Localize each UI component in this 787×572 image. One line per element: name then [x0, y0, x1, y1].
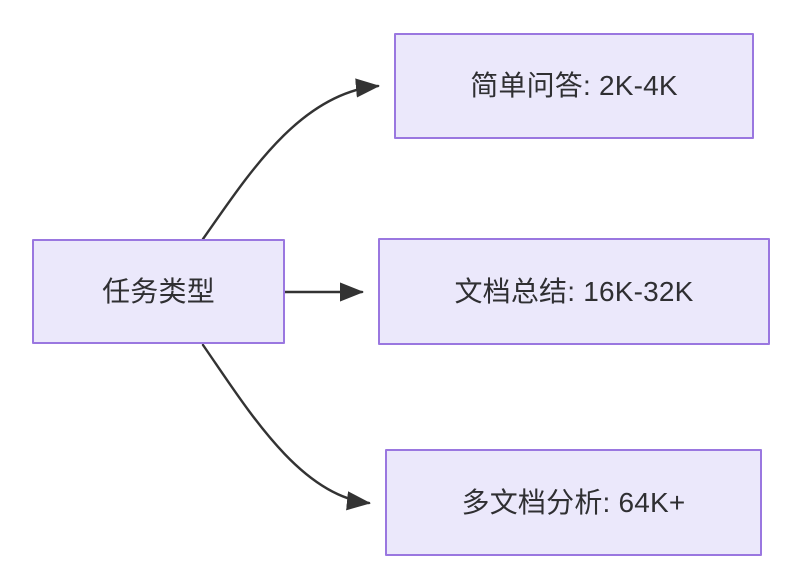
- node-task-type-root[interactable]: 任务类型: [32, 239, 285, 344]
- node-simple-qa[interactable]: 简单问答: 2K-4K: [394, 33, 754, 139]
- node-label: 多文档分析: 64K+: [461, 486, 686, 518]
- node-multi-doc-analysis[interactable]: 多文档分析: 64K+: [385, 449, 762, 556]
- node-label: 简单问答: 2K-4K: [470, 70, 678, 102]
- node-label: 任务类型: [102, 275, 215, 307]
- edge-root-to-simple-qa: [201, 78, 380, 241]
- node-label: 文档总结: 16K-32K: [454, 275, 694, 307]
- node-doc-summary[interactable]: 文档总结: 16K-32K: [378, 238, 770, 345]
- edge-root-to-multi-doc: [201, 343, 371, 511]
